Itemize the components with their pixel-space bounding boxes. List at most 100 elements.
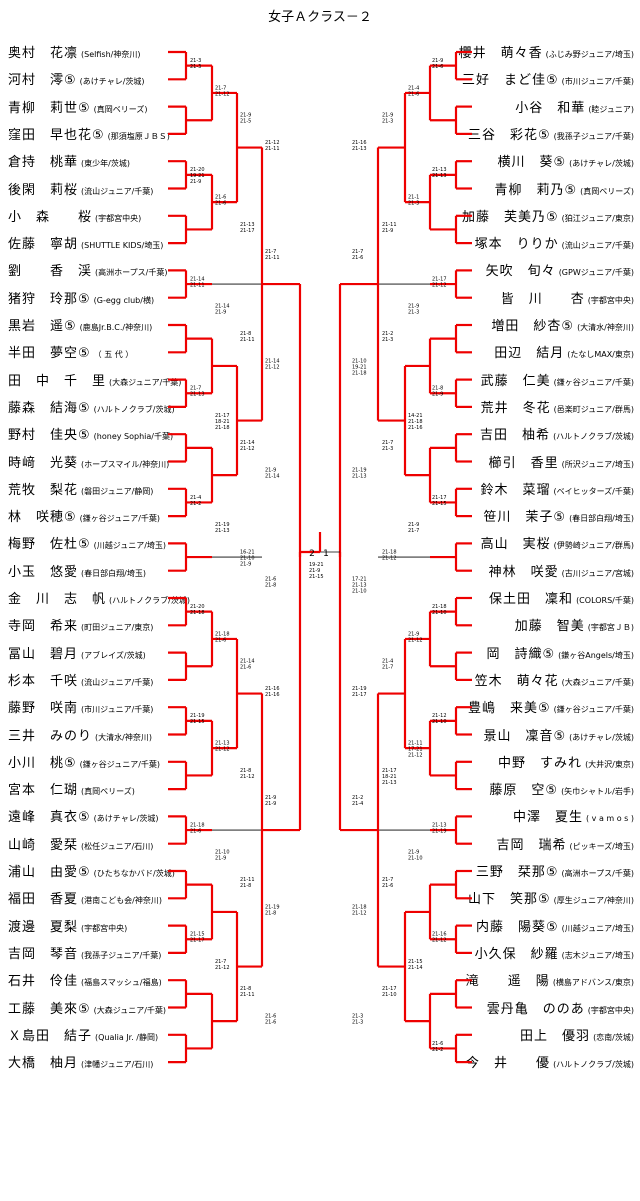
- match-score: 21-11: [240, 992, 255, 998]
- player-entry: 吉岡 琴音(我孫子ジュニア/千葉): [8, 942, 161, 964]
- match-score: 21-19: [352, 686, 367, 692]
- player-name: 倉持 桃華: [8, 155, 79, 171]
- player-club: (流山ジュニア/千葉): [81, 186, 154, 196]
- player-name: 小川 桃⑤: [8, 755, 77, 771]
- player-name: 小久保 紗羅: [474, 946, 559, 962]
- match-score: 21-13: [190, 392, 205, 398]
- player-entry: 小玉 悠愛(春日部白翔/埼玉): [8, 560, 146, 582]
- player-club: (Qualia Jr. /静岡): [95, 1032, 159, 1042]
- player-entry: 吉岡 瑞希(ピッキーズ/埼玉): [496, 833, 634, 855]
- match-score: 21-10: [382, 992, 397, 998]
- player-club: (横島アドバンス/東京): [552, 978, 634, 988]
- player-club: ( v a m o s ): [586, 814, 634, 824]
- player-club: (流山ジュニア/千葉): [561, 241, 634, 251]
- player-entry: 田辺 結月(たなしMAX/東京): [494, 341, 634, 363]
- player-entry: 笹川 茉子⑤(春日部白翔/埼玉): [483, 505, 634, 527]
- match-score: 21-11: [240, 337, 255, 343]
- player-entry: 黒岩 遥⑤(鹿島Jr.B.C./神奈川): [8, 314, 152, 336]
- match-score: 21-6: [215, 201, 226, 207]
- player-name: 矢吹 旬々: [485, 264, 556, 280]
- player-name: 吉岡 琴音: [8, 946, 79, 962]
- match-score: 21-14: [265, 474, 280, 480]
- player-entry: 櫻井 萌々香(ふじみ野ジュニア/埼玉): [459, 41, 634, 63]
- final-score: 19-21: [309, 562, 324, 568]
- match-score: 21-13: [215, 528, 230, 534]
- match-score: 21-12: [408, 637, 423, 643]
- player-name: 奥村 花凛: [8, 46, 79, 61]
- player-name: 吉岡 瑞希: [496, 837, 567, 853]
- final-right-score-label: 1: [323, 549, 329, 559]
- match-score: 21-9: [240, 561, 251, 567]
- match-score: 21-14: [408, 965, 423, 971]
- player-name: 大橋 柚月: [8, 1056, 79, 1072]
- player-name: 田上 優羽: [520, 1028, 591, 1044]
- player-name: 高山 実桜: [480, 537, 551, 553]
- match-score: 21-12: [215, 747, 230, 753]
- match-score: 21-6: [382, 883, 393, 889]
- player-club: (たなしMAX/東京): [567, 350, 634, 360]
- player-entry: 吉田 柚希(ハルトノクラブ/茨城): [480, 423, 634, 445]
- match-score: 21-19: [190, 713, 205, 719]
- player-club: (大森ジュニア/千葉): [561, 677, 634, 687]
- player-entry: 滝 遥 陽(横島アドバンス/東京): [466, 969, 634, 991]
- player-name: 佐藤 寧胡: [8, 237, 79, 253]
- match-score: 21-18: [215, 631, 230, 637]
- player-club: (邑楽町ジュニア/群馬): [553, 404, 634, 414]
- player-name: 三好 まど佳⑤: [461, 73, 559, 89]
- match-score: 21-12: [265, 140, 280, 146]
- player-entry: 笠木 萌々花(大森ジュニア/千葉): [475, 669, 634, 691]
- player-entry: 豊嶋 来美⑤(鎌ヶ谷ジュニア/千葉): [468, 696, 634, 718]
- player-club: (GPWジュニア/千葉): [558, 268, 634, 278]
- match-score: 21-12: [408, 753, 423, 759]
- match-score: 21-6: [265, 1014, 276, 1020]
- match-score: 21-10: [432, 610, 447, 616]
- match-score: 21-18: [352, 904, 367, 910]
- player-club: (狛江ジュニア/東京): [561, 213, 634, 223]
- match-score: 14-21: [408, 413, 423, 419]
- player-name: 野村 佳央⑤: [8, 428, 91, 444]
- player-club: (アブレイズ/茨城): [81, 650, 146, 660]
- player-club: (あけチャレ/茨城): [569, 732, 634, 742]
- player-club: (宇都宮中央): [81, 923, 128, 933]
- player-name: 山崎 愛栞: [8, 837, 79, 853]
- player-club: (大清水/神奈川): [577, 323, 634, 332]
- match-score: 21-10: [352, 589, 367, 595]
- player-club: (春日部白翔/埼玉): [81, 568, 146, 578]
- player-entry: 内藤 陽葵⑤(川越ジュニア/埼玉): [476, 915, 634, 937]
- player-entry: 寺岡 希来(町田ジュニア/東京): [8, 614, 153, 636]
- player-name: 宮本 仁瑚: [8, 783, 79, 799]
- match-score: 21-18: [215, 425, 230, 431]
- player-name: 寺岡 希来: [8, 619, 79, 635]
- player-club: (ホープスマイル/神奈川): [81, 459, 170, 469]
- match-score: 21-9: [408, 631, 419, 637]
- match-score: 21-6: [215, 637, 226, 643]
- player-name: 櫛引 香里: [488, 455, 559, 471]
- player-name: 小 森 桜: [8, 209, 93, 225]
- player-club: (宇都宮ＪＢ): [587, 623, 634, 633]
- match-score: 21-17: [240, 228, 255, 234]
- match-score: 21-6: [408, 91, 419, 97]
- player-entry: 猪狩 玲那⑤(G-egg club/横): [8, 287, 154, 309]
- match-score: 21-9: [408, 522, 419, 528]
- match-score: 21-2: [432, 1047, 443, 1053]
- match-score: 21-18: [190, 822, 205, 828]
- player-entry: 宮本 仁瑚(真岡ベリーズ): [8, 778, 135, 800]
- match-score: 21-6: [240, 665, 251, 671]
- player-entry: 加藤 智美(宇都宮ＪＢ): [515, 614, 634, 636]
- player-club: (港南こども会/神奈川): [81, 896, 162, 906]
- match-score: 21-18: [432, 604, 447, 610]
- player-name: 青柳 莉乃⑤: [494, 182, 578, 198]
- player-club: (ふじみ野ジュニア/埼玉): [545, 50, 634, 59]
- match-score: 21-18: [408, 419, 423, 425]
- player-name: 遠峰 真衣⑤: [8, 810, 91, 826]
- match-score: 21-1: [408, 195, 419, 201]
- match-score: 21-6: [432, 1041, 443, 1047]
- player-entry: 工藤 美來⑤(大森ジュニア/千葉): [8, 997, 166, 1019]
- player-club: (市川ジュニア/千葉): [81, 705, 154, 715]
- player-club: (真岡ベリーズ): [81, 787, 135, 797]
- player-name: 梅野 佐杜⑤: [8, 537, 91, 553]
- match-score: 21-19: [432, 828, 447, 834]
- player-club: (鎌ヶ谷ジュニア/千葉): [79, 514, 161, 524]
- match-score: 21-4: [408, 85, 419, 91]
